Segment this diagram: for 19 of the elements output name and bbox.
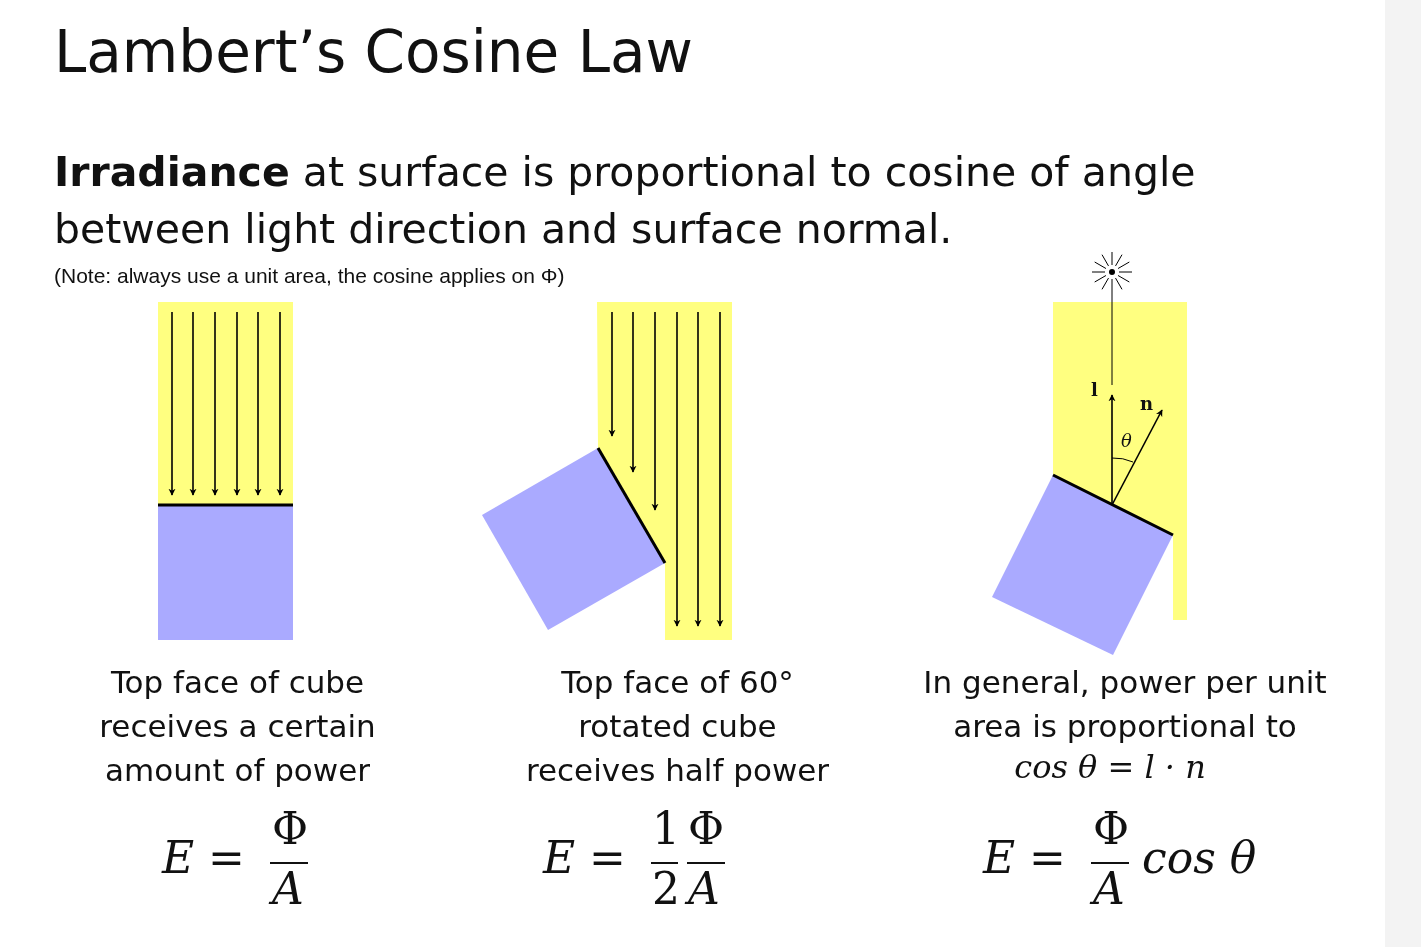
numerator: Φ: [272, 803, 309, 854]
vector-label: l: [1091, 379, 1098, 400]
vector-label: n: [1140, 393, 1154, 414]
caption-text: In general, power per unit area is proportional to: [922, 663, 1328, 746]
angle-label: θ: [1121, 430, 1132, 451]
equation-text: E =: [543, 832, 626, 883]
numerator: Φ: [1093, 803, 1130, 854]
equation-text: E =: [983, 832, 1066, 883]
equation-text: cos θ: [1142, 832, 1257, 883]
note-text: (Note: always use a unit area, the cosine applies on Φ): [54, 264, 565, 288]
numerator: 1: [652, 803, 680, 854]
denominator: 2: [652, 863, 680, 914]
slide-title: Lambert’s Cosine Law: [54, 18, 694, 86]
numerator: Φ: [688, 803, 725, 854]
caption-text: Top face of cube receives a certain amount of power: [98, 663, 377, 790]
caption-text: Top face of 60° rotated cube receives half power: [524, 663, 831, 790]
equation-text: E =: [162, 832, 245, 883]
equation-text: cos θ = l · n: [1013, 748, 1207, 786]
body-text: Irradiance at surface is proportional to cosine of angle between light direction and surface normal.: [54, 147, 1197, 255]
